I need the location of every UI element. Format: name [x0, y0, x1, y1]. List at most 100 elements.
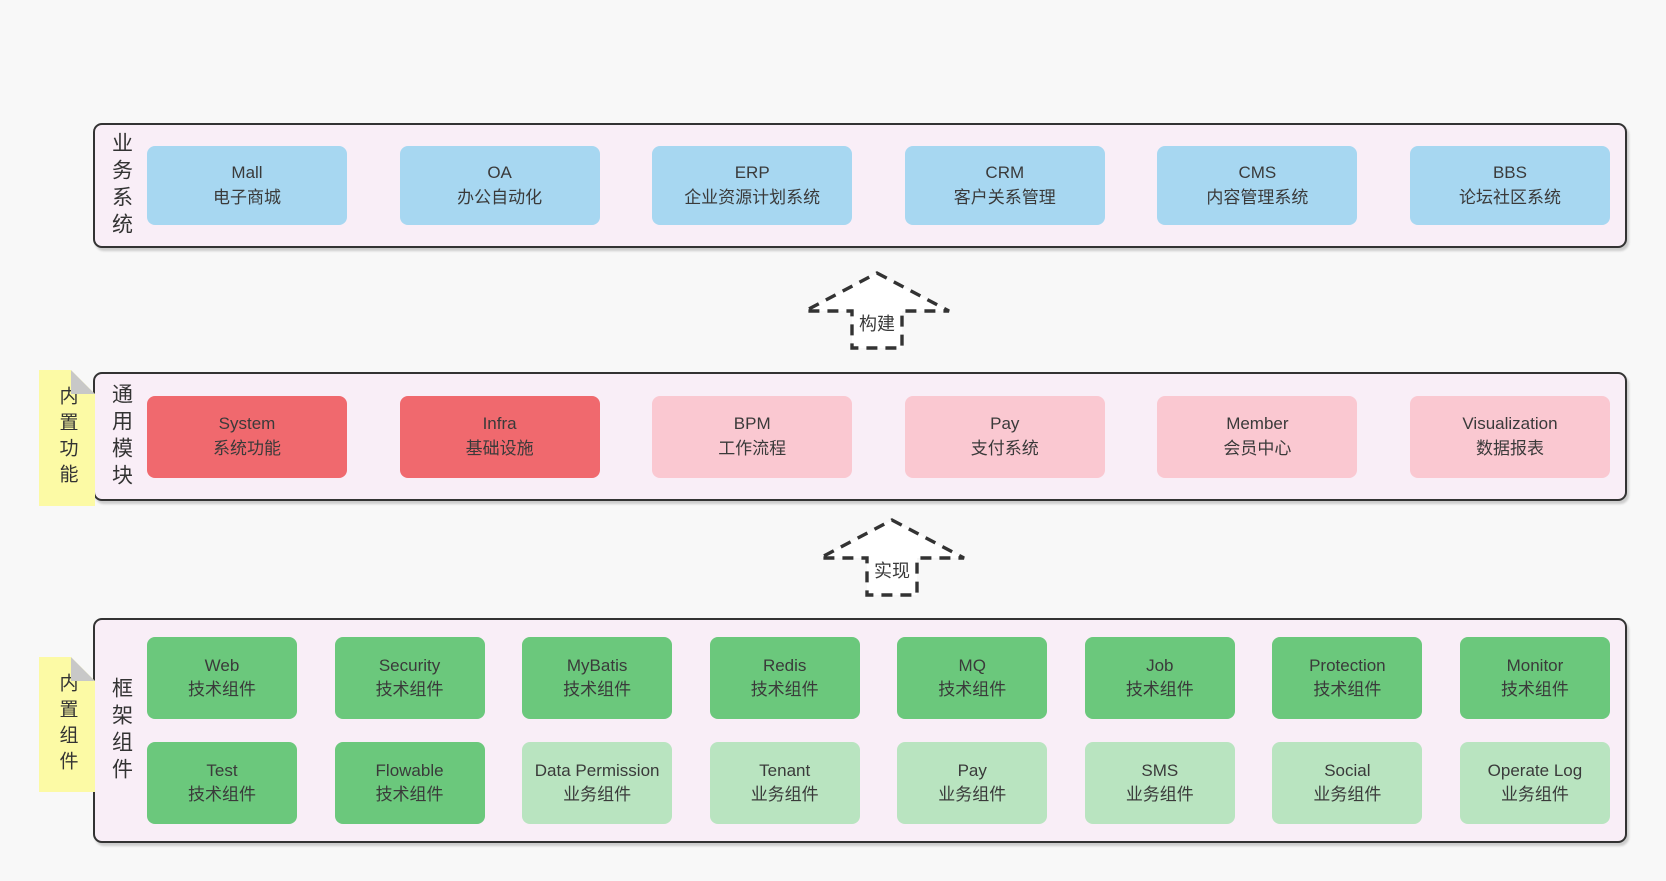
- module-box-desc: 客户关系管理: [953, 187, 1056, 207]
- module-box-desc: 电子商城: [213, 187, 281, 207]
- module-box-name: Monitor: [1506, 655, 1564, 675]
- module-box: MQ 技术组件: [897, 637, 1048, 719]
- module-box-desc: 支付系统: [970, 438, 1039, 458]
- module-box-desc: 业务组件: [1125, 785, 1194, 804]
- dashed-up-arrow-build: 构建: [802, 270, 952, 350]
- module-box-name: Redis: [762, 655, 807, 675]
- layer-label-text: 框架组件: [109, 676, 133, 785]
- module-box-name: Test: [206, 760, 238, 780]
- module-box: SMS 业务组件: [1084, 742, 1235, 824]
- layer-label-text: 通用模块: [109, 382, 133, 491]
- module-box: Test 技术组件: [147, 742, 297, 824]
- module-box-name: Security: [378, 655, 441, 675]
- folded-corner-icon: [71, 370, 95, 394]
- module-box-name: MyBatis: [566, 655, 628, 675]
- module-box: Job 技术组件: [1084, 637, 1235, 719]
- module-box: Tenant 业务组件: [709, 742, 860, 824]
- module-box-name: Operate Log: [1487, 760, 1583, 780]
- module-box: Pay 支付系统: [904, 395, 1105, 478]
- module-box: Visualization 数据报表: [1409, 395, 1610, 478]
- module-box-name: System: [218, 414, 276, 434]
- module-box: Monitor 技术组件: [1459, 637, 1610, 719]
- sticky-note-text: 内置组件: [56, 672, 78, 777]
- layer-body: System 系统功能 Infra 基础设施 BPM 工作流程 Pay: [147, 374, 1625, 499]
- box-row-biz: Test 技术组件 Flowable 技术组件 Data Permission …: [147, 742, 1610, 824]
- module-box: Mall 电子商城: [147, 146, 347, 225]
- module-box: MyBatis 技术组件: [522, 637, 673, 719]
- layer-label-common: 通用模块: [95, 374, 147, 499]
- module-box-desc: 业务组件: [563, 785, 632, 804]
- box-row: Mall 电子商城 OA 办公自动化 ERP 企业资源计划系统 CRM: [147, 146, 1610, 225]
- module-box-name: Mall: [231, 163, 263, 183]
- module-box-name: Data Permission: [534, 760, 660, 780]
- module-box-desc: 技术组件: [938, 680, 1007, 699]
- dashed-up-arrow-implement: 实现: [817, 517, 967, 597]
- module-box-name: OA: [487, 163, 512, 183]
- module-box: Infra 基础设施: [399, 395, 600, 478]
- module-box: ERP 企业资源计划系统: [652, 146, 853, 225]
- module-box: OA 办公自动化: [399, 146, 600, 225]
- module-box-name: Web: [204, 655, 240, 675]
- module-box-desc: 技术组件: [750, 680, 819, 699]
- module-box: Redis 技术组件: [709, 637, 860, 719]
- module-box-name: Job: [1146, 655, 1174, 675]
- module-box-name: Pay: [957, 760, 987, 780]
- module-box-name: Member: [1226, 414, 1289, 434]
- module-box-name: CMS: [1238, 163, 1277, 183]
- arrow-label-implement: 实现: [871, 557, 913, 583]
- module-box-desc: 技术组件: [1125, 680, 1194, 699]
- module-box-name: Flowable: [375, 760, 444, 780]
- sticky-note-builtin-features: 内置功能: [39, 370, 95, 506]
- module-box-name: Protection: [1309, 655, 1386, 675]
- module-box: System 系统功能: [147, 395, 347, 478]
- arrow-label-build: 构建: [856, 310, 898, 336]
- module-box-name: Infra: [482, 414, 517, 434]
- module-box-name: Tenant: [759, 760, 811, 780]
- module-box-desc: 技术组件: [375, 680, 444, 699]
- layer-label-business: 业务系统: [95, 125, 147, 246]
- sticky-note-builtin-components: 内置组件: [39, 657, 95, 792]
- folded-corner-icon: [71, 657, 95, 681]
- layer-business-systems: 业务系统 Mall 电子商城 OA 办公自动化 ERP: [93, 123, 1627, 248]
- module-box-desc: 办公自动化: [457, 187, 543, 207]
- module-box: Member 会员中心: [1157, 395, 1358, 478]
- module-box-name: BBS: [1492, 163, 1527, 183]
- module-box: BBS 论坛社区系统: [1409, 146, 1610, 225]
- layer-body: Mall 电子商城 OA 办公自动化 ERP 企业资源计划系统 CRM: [147, 125, 1625, 246]
- module-box-desc: 业务组件: [1500, 785, 1569, 804]
- module-box-desc: 技术组件: [375, 785, 444, 804]
- layer-common-modules: 内置功能 通用模块 System 系统功能 Infra 基础设施: [93, 372, 1627, 501]
- module-box-desc: 数据报表: [1475, 438, 1544, 458]
- module-box-name: CRM: [985, 163, 1025, 183]
- module-box-desc: 技术组件: [563, 680, 632, 699]
- module-box-desc: 内容管理系统: [1206, 187, 1309, 207]
- module-box: Security 技术组件: [334, 637, 485, 719]
- module-box-name: BPM: [733, 414, 771, 434]
- module-box-desc: 系统功能: [213, 438, 281, 458]
- sticky-note-text: 内置功能: [56, 386, 78, 490]
- module-box: CMS 内容管理系统: [1157, 146, 1358, 225]
- module-box: CRM 客户关系管理: [904, 146, 1105, 225]
- module-box-desc: 技术组件: [1500, 680, 1569, 699]
- layer-framework-components: 内置组件 框架组件 Web 技术组件 Security 技术组件: [93, 618, 1627, 843]
- module-box-name: Social: [1324, 760, 1371, 780]
- module-box-name: Pay: [990, 414, 1020, 434]
- layer-body: Web 技术组件 Security 技术组件 MyBatis 技术组件: [147, 620, 1625, 841]
- layer-label-text: 业务系统: [109, 131, 133, 240]
- module-box: Protection 技术组件: [1272, 637, 1423, 719]
- module-box: Social 业务组件: [1272, 742, 1423, 824]
- module-box-desc: 技术组件: [188, 680, 256, 699]
- module-box-desc: 技术组件: [1313, 680, 1382, 699]
- module-box: Data Permission 业务组件: [522, 742, 673, 824]
- module-box: BPM 工作流程: [652, 395, 853, 478]
- module-box-name: ERP: [734, 163, 770, 183]
- layer-label-framework: 框架组件: [95, 620, 147, 841]
- module-box-desc: 论坛社区系统: [1458, 187, 1561, 207]
- module-box-desc: 企业资源计划系统: [684, 187, 821, 207]
- module-box-desc: 业务组件: [938, 785, 1007, 804]
- module-box-desc: 工作流程: [718, 438, 787, 458]
- module-box-desc: 业务组件: [750, 785, 819, 804]
- module-box: Pay 业务组件: [897, 742, 1048, 824]
- module-box-desc: 技术组件: [188, 785, 256, 804]
- module-box: Flowable 技术组件: [334, 742, 485, 824]
